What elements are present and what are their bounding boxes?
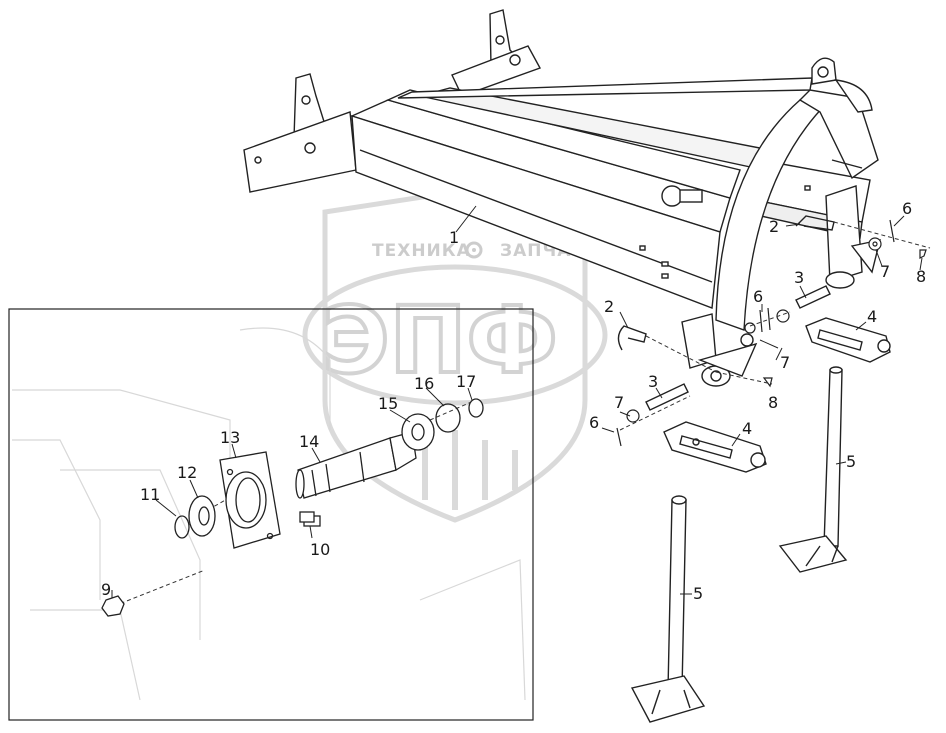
watermark-wheat-icon: [422, 430, 518, 510]
hardware-upper: [744, 219, 927, 334]
label-cotter-low: 6: [589, 413, 599, 432]
label-frame: 1: [449, 228, 459, 247]
label-ring: 11: [140, 485, 160, 504]
label-pin-bent-lower: 2: [604, 297, 614, 316]
support-leg-right: [778, 366, 848, 573]
watermark-big-text: ЭПФ: [322, 287, 558, 394]
frame-assembly: [243, 9, 881, 387]
label-leg-left: 5: [693, 584, 703, 603]
hinge-bracket-upper: [805, 317, 891, 363]
label-bracket-upper: 4: [867, 307, 877, 326]
inset-parts: [101, 398, 484, 617]
label-retaining-ring: 16: [414, 374, 434, 393]
detail-inset: [8, 308, 534, 721]
label-washer-low: 7: [614, 393, 624, 412]
watermark-text-left: ТЕХНИКА: [372, 241, 471, 261]
label-cotter-top: 6: [902, 199, 912, 218]
gear-icon: [465, 241, 483, 259]
label-clip-low: 8: [768, 393, 778, 412]
label-cotter-mid: 6: [753, 287, 763, 306]
label-washer-mid: 7: [780, 353, 790, 372]
label-nut: 9: [101, 580, 111, 599]
label-washer-top: 7: [880, 262, 890, 281]
label-bolt: 10: [310, 540, 330, 559]
label-pin-bent-upper: 2: [769, 217, 779, 236]
part-number-labels: 1 2 2 3 3 4 4 5 5 6 6 6 7 7 7 8 8 9 10 1…: [101, 199, 926, 603]
label-pin-straight-lower: 3: [648, 372, 658, 391]
hinge-bracket-lower: [663, 421, 767, 473]
straight-pin-upper: [795, 285, 831, 309]
support-leg-left: [630, 495, 706, 723]
label-leg-right: 5: [846, 452, 856, 471]
hardware-lower: [616, 377, 773, 447]
straight-pin-lower: [645, 383, 689, 411]
leader-lines: [111, 205, 923, 598]
label-seal: 12: [177, 463, 197, 482]
label-spacer: 15: [378, 394, 398, 413]
label-bearing-housing: 13: [220, 428, 240, 447]
label-bracket-lower: 4: [742, 419, 752, 438]
label-pin-straight-upper: 3: [794, 268, 804, 287]
watermark: ТЕХНИКА ЗАПЧАСТИ ЭПФ: [302, 189, 612, 523]
bent-pin-lower: [617, 325, 647, 351]
label-bushing: 17: [456, 372, 476, 391]
label-shaft: 14: [299, 432, 319, 451]
label-clip-top: 8: [916, 267, 926, 286]
